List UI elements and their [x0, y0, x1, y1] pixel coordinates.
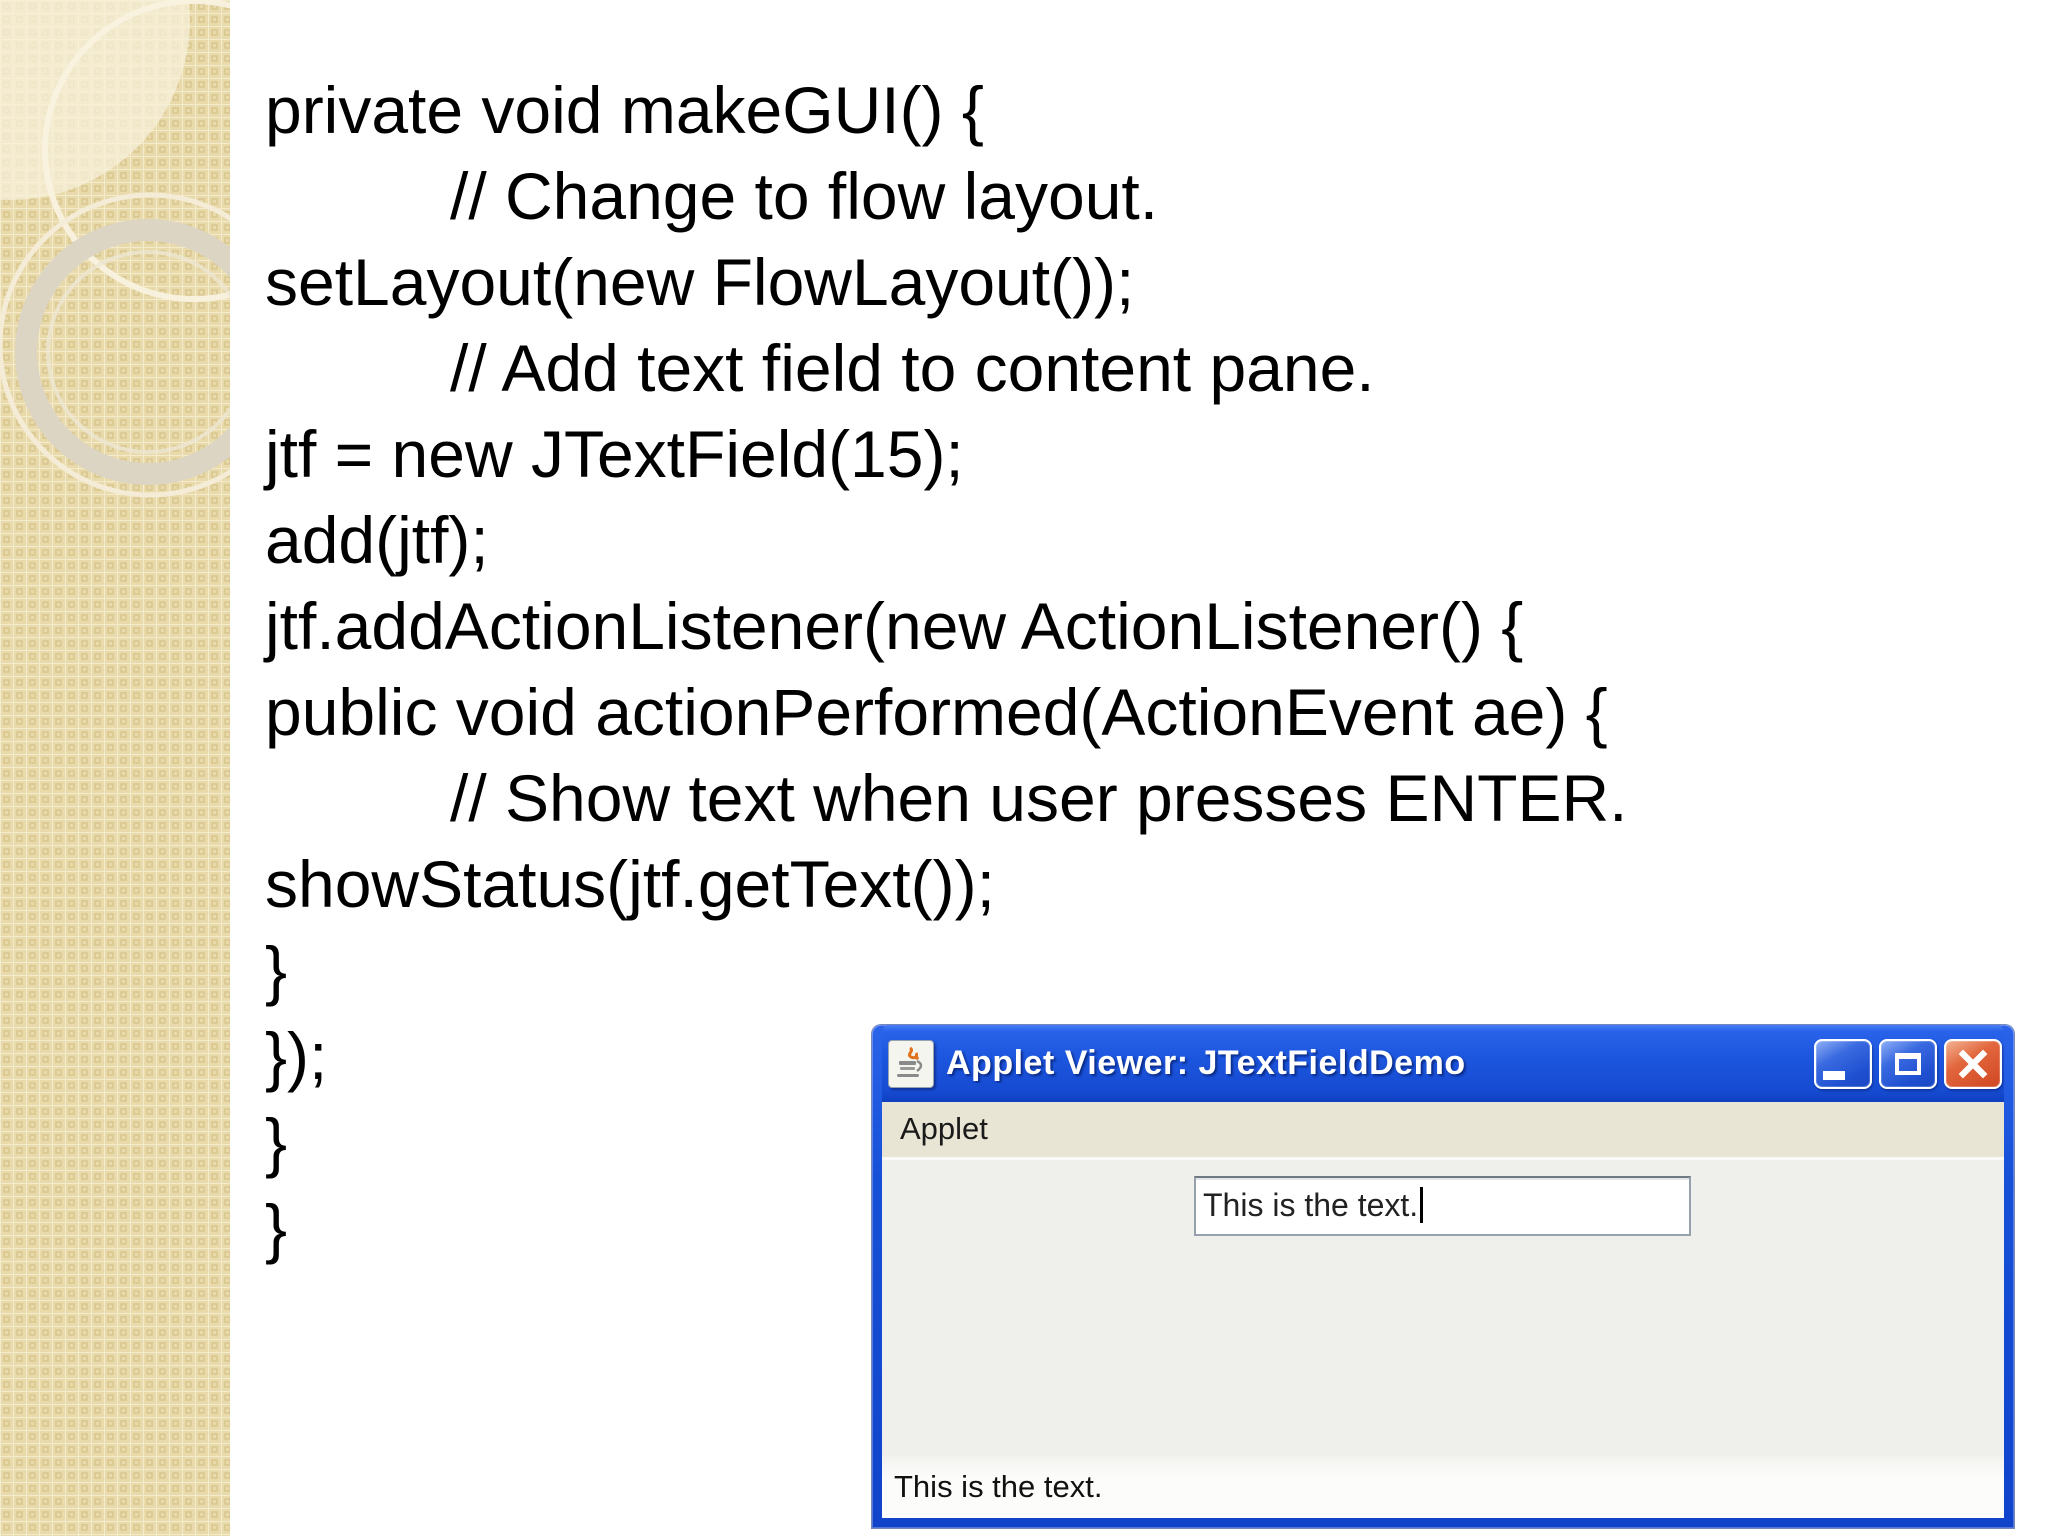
- code-line: private void makeGUI() {: [265, 73, 984, 147]
- code-line: setLayout(new FlowLayout());: [265, 245, 1135, 319]
- code-line: // Change to flow layout.: [450, 159, 1159, 233]
- code-line: }: [265, 1105, 288, 1179]
- applet-menubar: Applet: [882, 1102, 2004, 1160]
- code-line: });: [265, 1019, 328, 1093]
- code-line: public void actionPerformed(ActionEvent …: [265, 675, 1608, 749]
- code-line: // Show text when user presses ENTER.: [450, 761, 1628, 835]
- java-coffee-cup-glyph: [897, 1046, 923, 1077]
- minimize-button[interactable]: [1814, 1038, 1872, 1089]
- code-line: }: [265, 933, 288, 1007]
- applet-content-pane: This is the text.: [882, 1160, 2004, 1456]
- applet-viewer-window: Applet Viewer: JTextFieldDemo Applet Thi…: [872, 1025, 2014, 1528]
- minimize-icon: [1823, 1070, 1845, 1080]
- close-icon: [1958, 1049, 1988, 1078]
- menu-item-applet[interactable]: Applet: [900, 1110, 988, 1146]
- java-code-listing: private void makeGUI() { // Change to fl…: [265, 67, 1627, 1271]
- maximize-button[interactable]: [1879, 1038, 1937, 1089]
- code-line: showStatus(jtf.getText());: [265, 847, 995, 921]
- text-caret: [1420, 1187, 1424, 1223]
- code-line: jtf.addActionListener(new ActionListener…: [265, 589, 1524, 663]
- close-button[interactable]: [1944, 1038, 2002, 1089]
- slide-sidebar-decoration: [0, 0, 346, 1536]
- jtextfield-value: This is the text.: [1203, 1187, 1419, 1223]
- sidebar-circles-graphic: [0, 0, 346, 1536]
- code-line: // Add text field to content pane.: [450, 331, 1375, 405]
- window-title: Applet Viewer: JTextFieldDemo: [946, 1044, 1466, 1082]
- applet-viewer-titlebar[interactable]: Applet Viewer: JTextFieldDemo: [882, 1025, 2004, 1102]
- status-text: This is the text.: [894, 1469, 1103, 1504]
- code-line: }: [265, 1191, 288, 1265]
- jtextfield-input[interactable]: This is the text.: [1194, 1176, 1691, 1236]
- applet-status-bar: This is the text.: [882, 1456, 2004, 1518]
- code-line: add(jtf);: [265, 503, 489, 577]
- java-applet-icon: [888, 1039, 934, 1088]
- code-line: jtf = new JTextField(15);: [265, 417, 964, 491]
- maximize-icon: [1895, 1052, 1921, 1075]
- applet-window-body: Applet This is the text. This is the tex…: [882, 1102, 2004, 1518]
